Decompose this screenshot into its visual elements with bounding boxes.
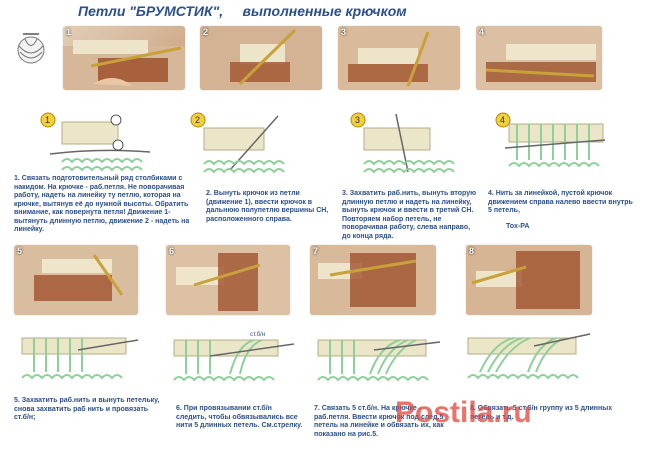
step-1-photo: 1 xyxy=(63,26,185,90)
step-3-photo: 3 xyxy=(338,26,460,90)
yarn-ball-logo-icon xyxy=(13,30,49,66)
step-7-diagram xyxy=(314,328,444,398)
step-1-diagram: 1 xyxy=(40,110,170,180)
step-2-photo-number: 2 xyxy=(203,27,209,37)
step-2-photo: 2 xyxy=(200,26,322,90)
step-6-photo: 6 xyxy=(166,245,290,315)
step-3-caption: 3. Захватить раб.нить, вынуть вторую дли… xyxy=(342,190,477,240)
step-6-caption: 6. При провязывании ст.б/н следить, чтоб… xyxy=(176,405,303,430)
page-title: Петли "БРУМСТИК", выполненные крючком xyxy=(78,3,407,19)
step-6-diagram: ст.б/н xyxy=(170,328,300,398)
svg-text:4: 4 xyxy=(500,115,505,125)
step-4-caption: 4. Нить за линейкой, пустой крючок движе… xyxy=(488,190,633,215)
step-7-caption: 7. Связать 5 ст.б/н. На крючке - раб.пет… xyxy=(314,405,444,438)
step-7-photo: 7 xyxy=(310,245,436,315)
step-8-photo-number: 8 xyxy=(469,246,475,256)
svg-text:2: 2 xyxy=(195,115,200,125)
step-5-diagram xyxy=(18,328,148,398)
svg-text:3: 3 xyxy=(355,115,360,125)
step-8-photo: 8 xyxy=(466,245,592,315)
author-signature: Tox-PA xyxy=(506,223,530,230)
step-1-photo-number: 1 xyxy=(66,27,72,37)
step-2-diagram: 2 xyxy=(190,110,320,180)
step-7-photo-number: 7 xyxy=(313,246,319,256)
step-3-diagram: 3 xyxy=(350,110,480,180)
step-6-photo-number: 6 xyxy=(169,246,175,256)
step-5-photo-number: 5 xyxy=(17,246,23,256)
postila-watermark: Postila.ru xyxy=(395,392,655,432)
step-2-caption: 2. Вынуть крючок из петли (движение 1), … xyxy=(206,190,329,223)
step-4-photo-number: 4 xyxy=(479,27,485,37)
step-5-photo: 5 xyxy=(14,245,138,315)
step-8-caption: 8. Обвязать 5 ст.б/н группу из 5 длинных… xyxy=(470,405,613,421)
step-4-diagram: 4 xyxy=(495,110,625,180)
step-3-photo-number: 3 xyxy=(341,27,347,37)
watermark-text: Postila.ru xyxy=(395,396,532,429)
step-8-diagram xyxy=(464,326,594,396)
step-4-photo: 4 xyxy=(476,26,602,90)
step-6-diagram-label: ст.б/н xyxy=(250,332,265,338)
step-5-caption: 5. Захватить раб.нить и вынуть петельку,… xyxy=(14,397,160,422)
svg-text:1: 1 xyxy=(45,115,50,125)
step-1-caption: 1. Связать подготовительный ряд столбика… xyxy=(14,175,190,234)
